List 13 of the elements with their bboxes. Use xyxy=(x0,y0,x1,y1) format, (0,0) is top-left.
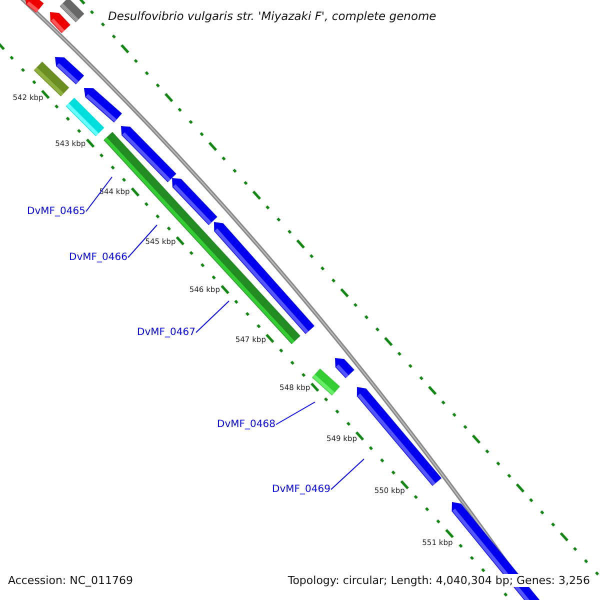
leader-line xyxy=(196,300,230,333)
gene-label: DvMF_0468 xyxy=(217,419,276,430)
map-title: Desulfovibrio vulgaris str. 'Miyazaki F', complete genome xyxy=(108,9,436,23)
gene-label: DvMF_0467 xyxy=(137,327,196,338)
leader-line xyxy=(330,458,364,490)
accession-text: Accession: NC_011769 xyxy=(8,574,134,587)
gene-label: DvMF_0465 xyxy=(27,206,86,217)
leader-line xyxy=(128,224,158,258)
gene-label: DvMF_0469 xyxy=(272,484,330,495)
leader-line xyxy=(86,176,112,212)
genome-info-text: Topology: circular; Length: 4,040,304 bp; Genes: 3,256 xyxy=(288,574,590,587)
leader-line xyxy=(276,402,316,425)
gene-label: DvMF_0466 xyxy=(69,252,128,263)
